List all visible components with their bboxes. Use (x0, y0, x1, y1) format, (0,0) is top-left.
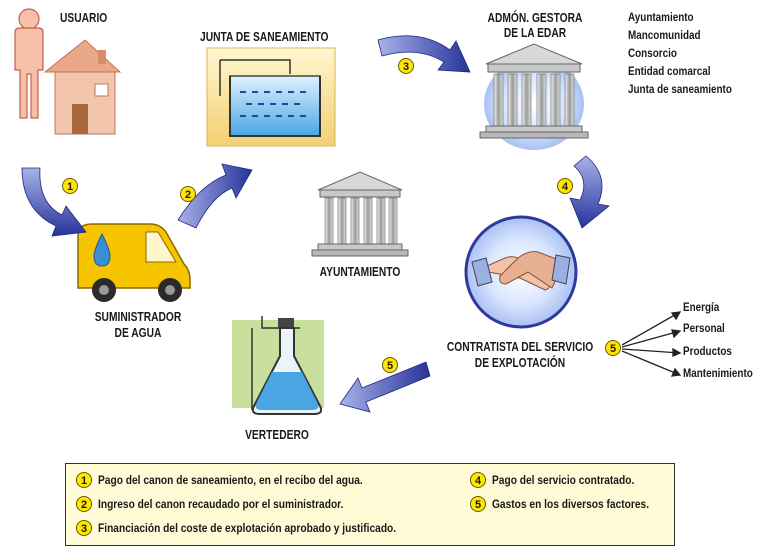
legend-badge: 2 (76, 496, 92, 512)
admon-type-item: Mancomunidad (628, 30, 701, 42)
label-suministrador-line2: DE AGUA (114, 326, 162, 340)
step-badge-5: 5 (382, 357, 398, 373)
legend-text: Financiación del coste de explotación ap… (98, 521, 397, 535)
legend-badge: 1 (76, 472, 92, 488)
legend-badge: 5 (470, 496, 486, 512)
admon-type-item: Consorcio (628, 48, 677, 60)
legend-box: 1 Pago del canon de saneamiento, en el r… (65, 463, 675, 546)
legend-row: 3 Financiación del coste de explotación … (76, 520, 449, 536)
legend-text: Pago del servicio contratado. (492, 473, 635, 487)
label-admon-line2: DE LA EDAR (503, 26, 567, 40)
step-badge-4: 4 (557, 178, 573, 194)
legend-badge: 4 (470, 472, 486, 488)
handshake-icon (464, 215, 578, 329)
step-badge-1: 1 (62, 178, 78, 194)
label-contratista-line2: DE EXPLOTACIÓN (474, 356, 566, 370)
step-badge-3: 3 (398, 58, 414, 74)
legend-text: Pago del canon de saneamiento, en el rec… (98, 473, 363, 487)
legend-row: 5 Gastos en los diversos factores. (470, 496, 677, 512)
legend-badge: 3 (76, 520, 92, 536)
factor-item: Personal (683, 323, 725, 335)
legend-text: Gastos en los diversos factores. (492, 497, 650, 511)
step-badge-2: 2 (180, 186, 196, 202)
admon-type-item: Entidad comarcal (628, 66, 711, 78)
arrow-4 (569, 155, 610, 229)
admon-temple-icon (479, 43, 589, 150)
person-icon (14, 8, 44, 119)
legend-text: Ingreso del canon recaudado por el sumin… (98, 497, 344, 511)
step-badge-5-contratista: 5 (605, 340, 621, 356)
sanitation-tank-icon (206, 47, 336, 147)
label-usuario: USUARIO (60, 11, 108, 25)
factor-item: Mantenimiento (683, 368, 753, 380)
ayuntamiento-temple-icon (311, 171, 409, 257)
legend-row: 1 Pago del canon de saneamiento, en el r… (76, 472, 409, 488)
factor-item: Productos (683, 346, 732, 358)
house-icon (43, 39, 122, 135)
label-junta: JUNTA DE SANEAMIENTO (200, 30, 329, 44)
water-truck-icon (77, 223, 191, 302)
factor-item: Energía (683, 302, 720, 314)
label-suministrador-line1: SUMINISTRADOR (94, 310, 182, 324)
flask-icon (232, 316, 324, 415)
factor-connectors (621, 311, 682, 377)
label-vertedero: VERTEDERO (245, 428, 309, 442)
label-admon-line1: ADMÓN. GESTORA (487, 11, 583, 25)
legend-row: 2 Ingreso del canon recaudado por el sum… (76, 496, 387, 512)
admon-type-item: Ayuntamiento (628, 12, 694, 24)
label-contratista-line1: CONTRATISTA DEL SERVICIO (446, 340, 594, 354)
arrow-3 (377, 35, 471, 73)
arrow-1 (21, 167, 87, 237)
legend-row: 4 Pago del servicio contratado. (470, 472, 659, 488)
label-ayuntamiento: AYUNTAMIENTO (319, 265, 401, 279)
admon-type-item: Junta de saneamiento (628, 84, 732, 96)
arrow-5 (339, 361, 431, 413)
